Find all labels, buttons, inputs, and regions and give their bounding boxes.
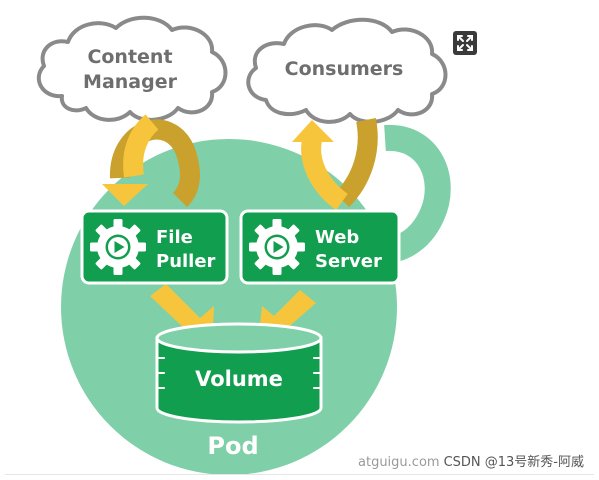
- pod-label: Pod: [207, 432, 258, 460]
- arrow-server-to-consumers: [292, 118, 378, 211]
- watermark-site: atguigu.com: [358, 455, 440, 470]
- content-manager-line1: Content: [87, 46, 172, 68]
- watermark-author: CSDN @13号新秀-阿威: [444, 454, 584, 470]
- content-manager-line2: Manager: [83, 71, 178, 93]
- arrow-content-to-puller: [102, 114, 200, 208]
- bottom-divider: [5, 474, 594, 475]
- expand-button[interactable]: [453, 31, 477, 55]
- content-manager-cloud: Content Manager: [36, 15, 228, 122]
- volume-label: Volume: [195, 367, 283, 391]
- web-server-line2: Server: [315, 251, 382, 272]
- file-puller-container: File Puller: [80, 209, 229, 285]
- file-puller-line2: Puller: [156, 251, 216, 272]
- web-server-container: Web Server: [239, 209, 401, 285]
- web-server-line1: Web: [315, 227, 359, 248]
- volume-cylinder: Volume: [155, 322, 323, 424]
- gear-play-icon: [249, 219, 305, 275]
- expand-icon: [457, 35, 473, 51]
- consumers-cloud: Consumers: [246, 17, 448, 124]
- file-puller-line1: File: [156, 227, 193, 248]
- gear-play-icon: [90, 219, 146, 275]
- consumers-label: Consumers: [285, 58, 404, 80]
